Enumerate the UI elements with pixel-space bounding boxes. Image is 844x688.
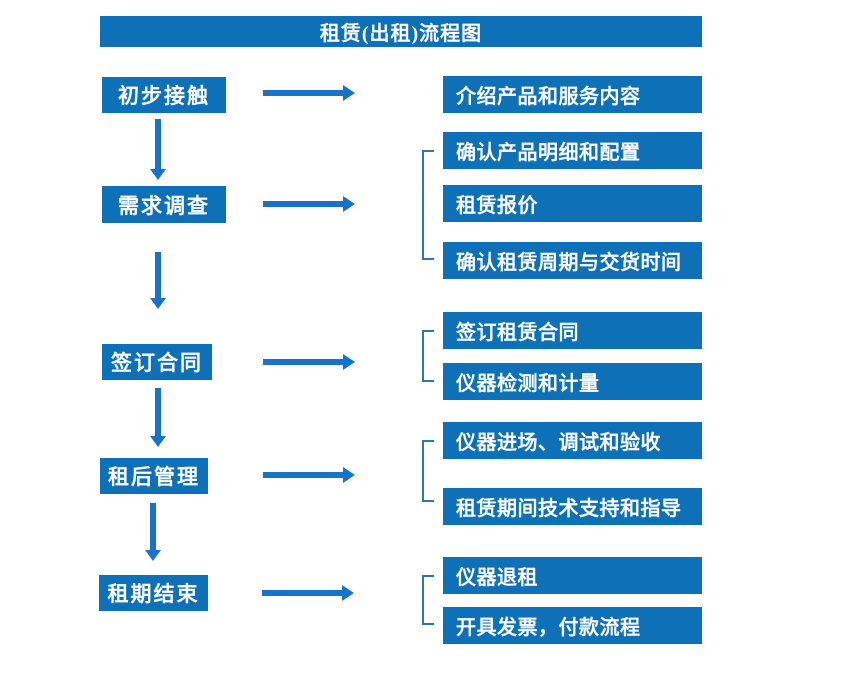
group-bracket <box>422 575 434 625</box>
detail-box-instrument-testing: 仪器检测和计量 <box>443 363 702 400</box>
down-arrow-icon <box>150 252 166 309</box>
detail-box-sign-rental-contract: 签订租赁合同 <box>443 312 702 349</box>
detail-box-instrument-return: 仪器退租 <box>443 557 702 594</box>
right-arrow-icon <box>263 354 355 370</box>
detail-box-confirm-product-details: 确认产品明细和配置 <box>443 132 702 169</box>
stage-box-demand-survey: 需求调查 <box>102 186 226 223</box>
right-arrow-icon <box>262 585 354 601</box>
detail-box-rental-quote: 租赁报价 <box>443 185 702 222</box>
detail-box-intro-products: 介绍产品和服务内容 <box>443 76 702 113</box>
group-bracket <box>422 150 434 260</box>
right-arrow-icon <box>263 467 355 483</box>
flowchart-title: 租赁(出租)流程图 <box>100 16 702 47</box>
right-arrow-icon <box>263 196 355 212</box>
right-arrow-icon <box>263 85 355 101</box>
detail-box-confirm-period-delivery: 确认租赁周期与交货时间 <box>443 242 702 279</box>
group-bracket <box>422 330 434 382</box>
down-arrow-icon <box>150 119 166 180</box>
stage-box-lease-end: 租期结束 <box>99 575 208 611</box>
group-bracket <box>422 440 434 502</box>
stage-box-initial-contact: 初步接触 <box>102 77 226 113</box>
down-arrow-icon <box>145 503 161 561</box>
detail-box-tech-support: 租赁期间技术支持和指导 <box>443 488 702 525</box>
detail-box-instrument-setup-acceptance: 仪器进场、调试和验收 <box>443 422 702 459</box>
stage-box-contract-signing: 签订合同 <box>102 344 212 380</box>
stage-box-post-rental-management: 租后管理 <box>100 458 208 494</box>
detail-box-invoice-payment: 开具发票，付款流程 <box>443 607 702 644</box>
down-arrow-icon <box>150 388 166 447</box>
